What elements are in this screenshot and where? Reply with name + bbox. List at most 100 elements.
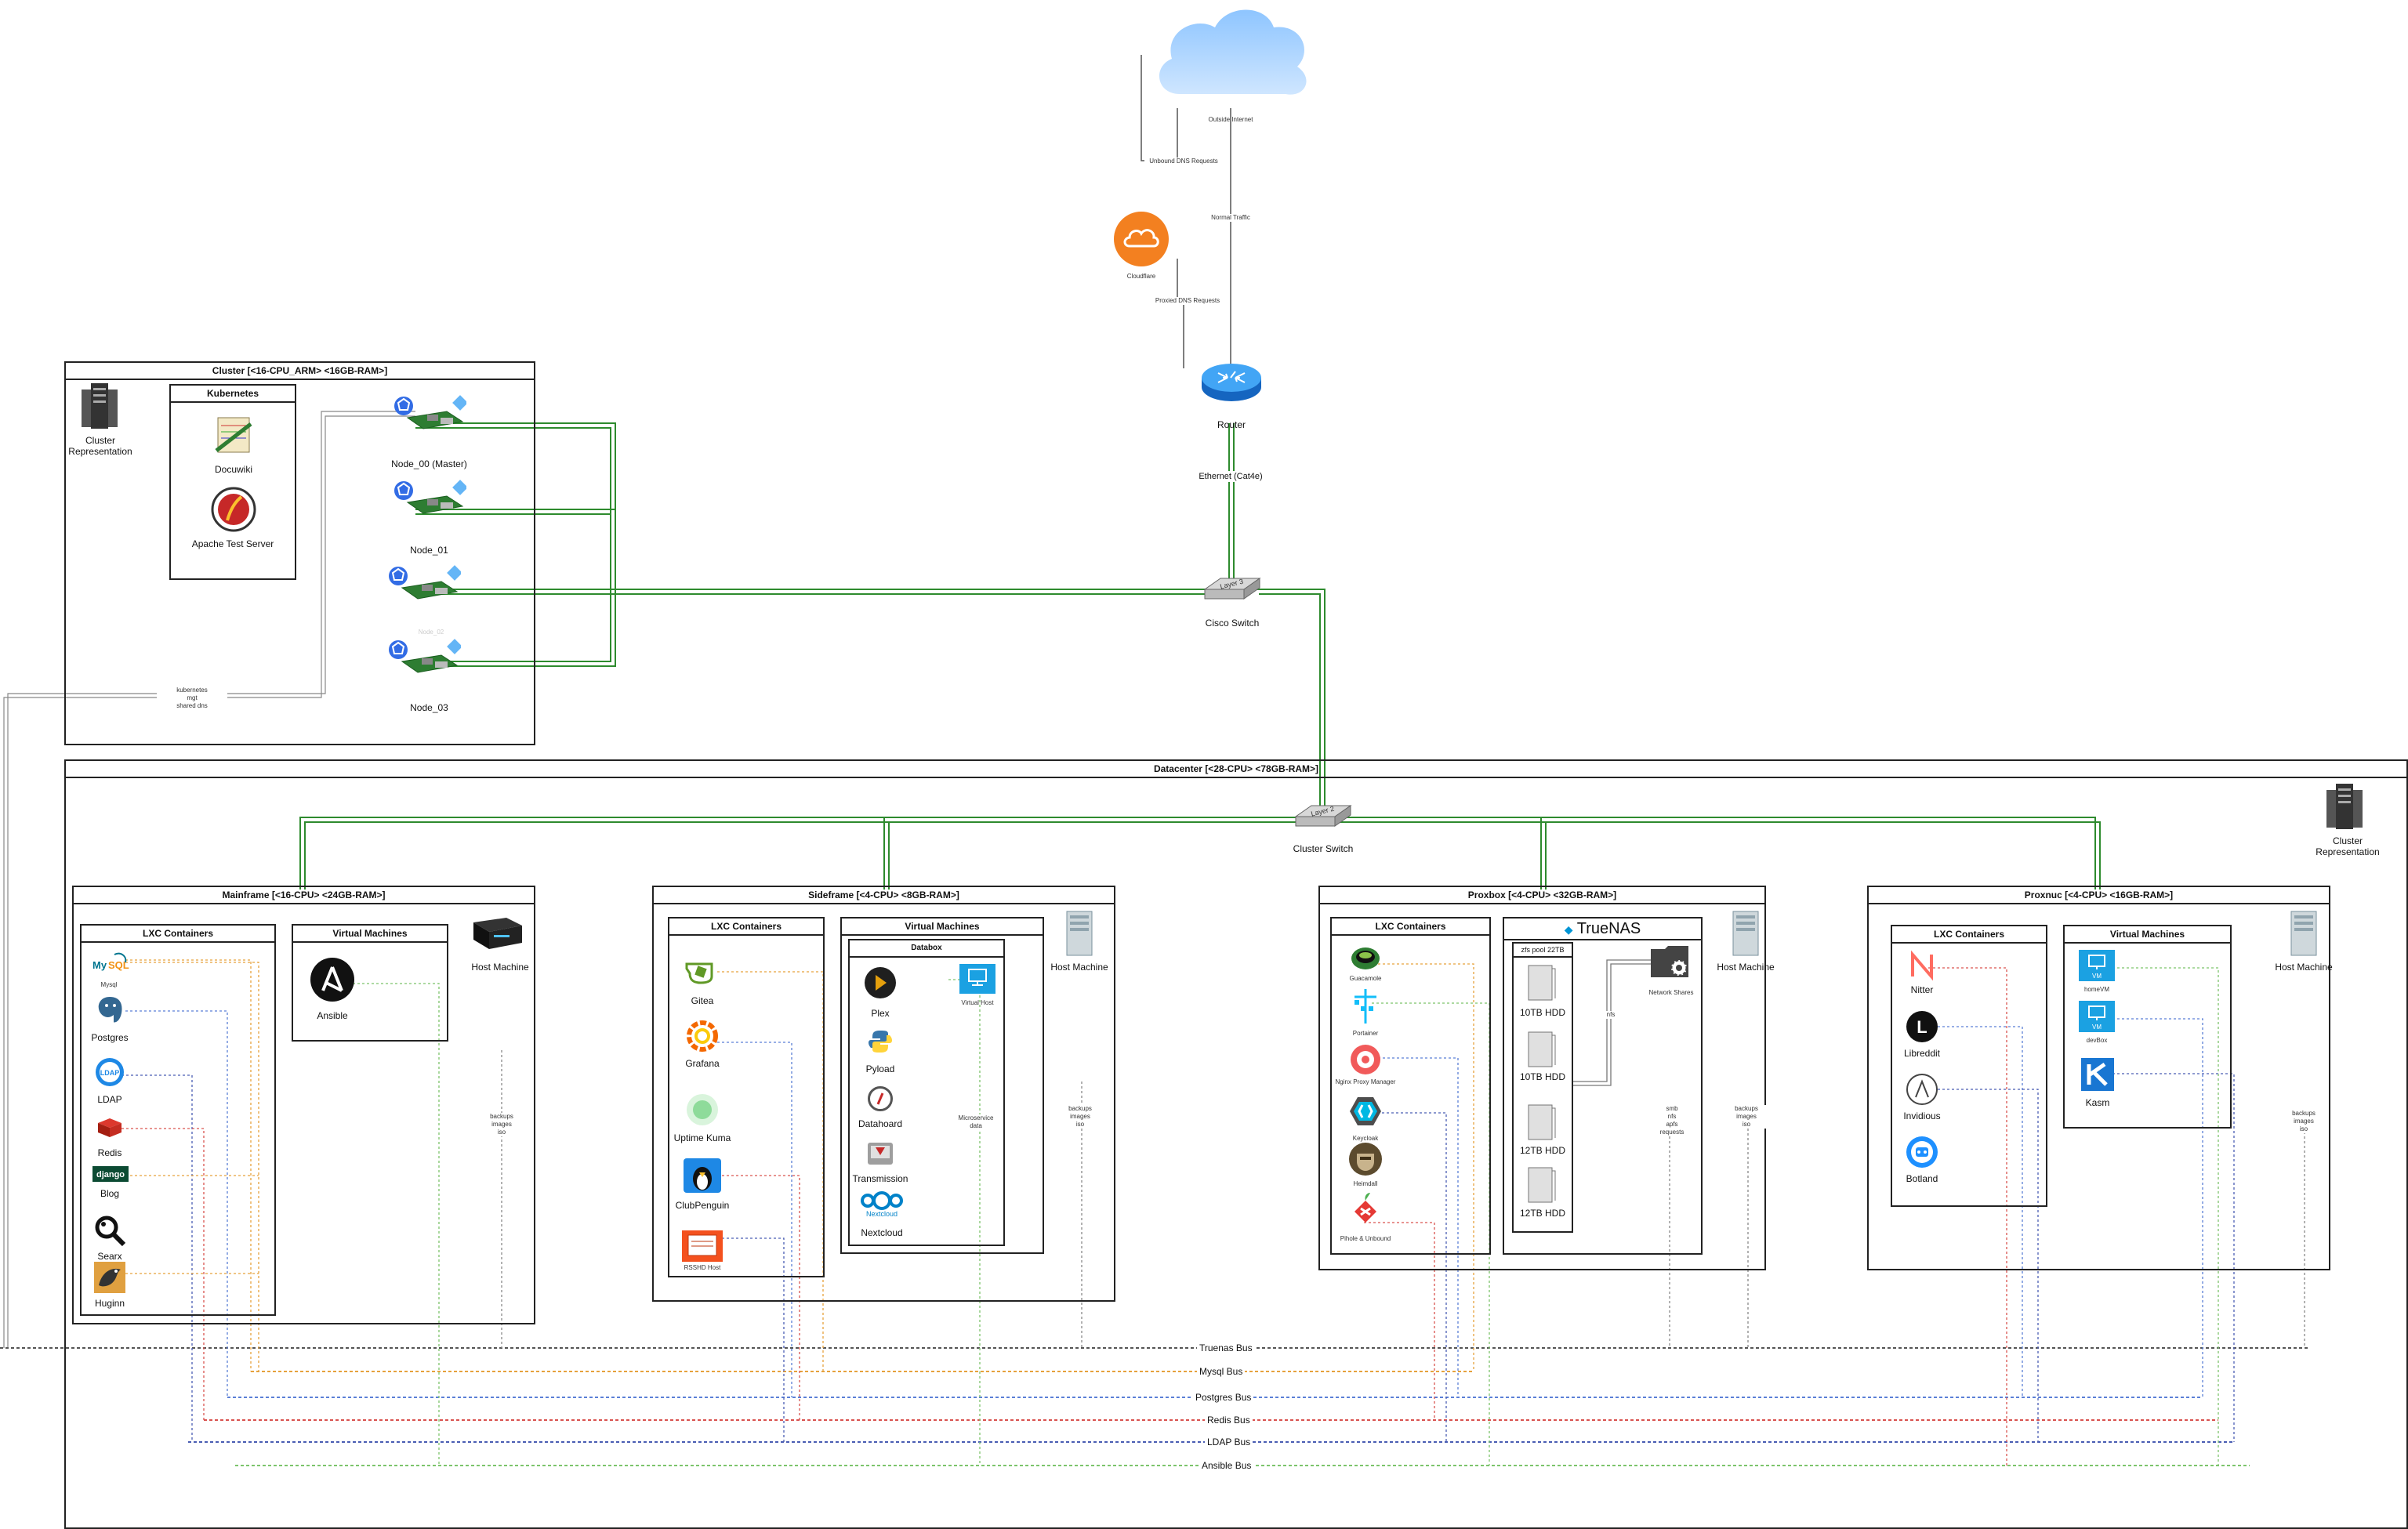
pihole-icon [1350,1191,1381,1227]
sideframe-box: Sideframe [<4-CPU> <8GB-RAM>] [652,886,1115,1302]
botland-label: Botland [1906,1173,1938,1184]
blog-label: Blog [100,1188,120,1199]
nextcloud-icon: Nextcloud [858,1190,905,1218]
plex-icon [865,967,896,998]
portainer-label: Portainer [1352,1030,1379,1037]
svg-text:LDAP: LDAP [100,1069,120,1077]
nginx-proxy-manager-label: Nginx Proxy Manager [1335,1078,1396,1085]
proxnuc-host-label: Host Machine [2275,962,2333,973]
huginn-icon [94,1262,125,1293]
nginx-proxy-manager-icon [1351,1045,1380,1074]
hdd-icon [1527,1031,1557,1070]
raspberry-pi-node-icon [386,638,462,685]
libreddit-icon: L [1906,1011,1938,1042]
mainframe-host-label: Host Machine [471,962,529,973]
datacenter-title: Datacenter [<28-CPU> <78GB-RAM>] [66,761,2406,778]
redis-bus-label: Redis Bus [1205,1415,1253,1426]
proxbox-lxc-title: LXC Containers [1332,918,1489,936]
transmission-label: Transmission [852,1173,908,1184]
cluster-representation-label: Cluster Representation [68,435,132,457]
pyload-icon [866,1027,894,1056]
router-icon [1201,362,1262,403]
zfs-pool-box: zfs pool 22TB [1512,942,1573,1233]
cloudflare-icon [1114,212,1169,266]
huginn-label: Huginn [94,1298,125,1309]
proxbox-box: Proxbox [<4-CPU> <32GB-RAM>] [1318,886,1766,1270]
svg-text:My: My [92,959,107,971]
guacamole-icon [1350,943,1381,971]
cluster-switch-label: Cluster Switch [1293,843,1354,854]
mainframe-lxc-title: LXC Containers [82,926,274,943]
gitea-label: Gitea [691,995,714,1006]
cluster-box: Cluster [<16-CPU_ARM> <16GB-RAM>] [64,361,535,745]
gitea-icon [684,958,721,984]
sideframe-vm-title: Virtual Machines [842,918,1043,936]
datacenter-representation-label: Cluster Representation [2316,835,2380,857]
svg-text:django: django [96,1170,125,1179]
internet-label: Outside Internet [1208,116,1253,123]
node-02-label: Node_02 [418,629,444,636]
proxnuc-host-note: backups images iso [2280,1110,2327,1133]
vm-badge: VM [2092,1024,2102,1031]
normal-traffic-label: Normal Traffic [1207,214,1254,222]
vm-badge: VM [2092,973,2102,980]
truenas-bus-label: Truenas Bus [1197,1342,1255,1353]
virtual-host-label: Virtual Host [961,999,994,1006]
kasm-label: Kasm [2085,1097,2110,1108]
datacenter-box: Datacenter [<28-CPU> <78GB-RAM>] [64,759,2408,1529]
ansible-label: Ansible [317,1010,348,1021]
network-shares-icon [1649,943,1693,982]
proxnuc-box: Proxnuc [<4-CPU> <16GB-RAM>] [1867,886,2330,1270]
raspberry-pi-node-icon [392,479,468,526]
kubernetes-box: Kubernetes [169,384,296,580]
layer2-switch-icon: Layer 2 [1292,799,1354,831]
cloudflare-label: Cloudflare [1126,273,1156,280]
devbox-label: devBox [2086,1037,2108,1044]
apache-icon [210,486,257,533]
grafana-icon [685,1019,720,1053]
nextcloud-label: Nextcloud [861,1227,903,1238]
proxnuc-lxc-box: LXC Containers [1891,925,2047,1207]
ldap-icon: LDAP [96,1058,124,1086]
libreddit-badge: L [1917,1017,1927,1037]
raspberry-pi-node-icon [386,564,462,611]
nextcloud-wordmark: Nextcloud [866,1210,898,1218]
sideframe-host-note: backups images iso [1057,1105,1104,1129]
truenas-logo-icon: ◆ [1564,923,1573,936]
sideframe-title: Sideframe [<4-CPU> <8GB-RAM>] [654,887,1114,904]
datahoard-icon [868,1086,893,1111]
kubernetes-title: Kubernetes [171,386,295,403]
guacamole-label: Guacamole [1349,975,1382,982]
kasm-icon [2081,1058,2114,1091]
mainframe-vm-title: Virtual Machines [293,926,447,943]
searx-icon [92,1213,127,1248]
ethernet-label: Ethernet (Cat4e) [1191,471,1270,482]
host-machine-icon [1066,911,1093,956]
docuwiki-label: Docuwiki [214,464,252,475]
ansible-bus-label: Ansible Bus [1199,1460,1254,1471]
hdd-icon [1527,964,1557,1003]
searx-label: Searx [97,1251,122,1262]
django-icon: django [92,1166,129,1182]
cloud-icon [1159,9,1307,95]
host-machine-icon [2290,911,2317,956]
hdd-label: 12TB HDD [1519,1208,1565,1219]
sideframe-host-label: Host Machine [1050,962,1108,973]
clubpenguin-icon [684,1158,721,1193]
uptime-kuma-icon [687,1094,718,1125]
clubpenguin-label: ClubPenguin [675,1200,730,1211]
sideframe-vm-note: Microservice data [948,1114,1003,1130]
mainframe-host-note: backups images iso [478,1113,525,1136]
dns-requests-label: Unbound DNS Requests [1144,158,1223,165]
virtual-host-icon [959,964,995,994]
hdd-icon [1527,1166,1557,1205]
raspberry-pi-node-icon [392,394,468,441]
ansible-icon [310,958,354,1002]
keycloak-label: Keycloak [1352,1135,1379,1142]
datahoard-label: Datahoard [858,1118,903,1129]
node-00-label: Node_00 (Master) [391,458,467,469]
invidious-icon [1906,1074,1938,1105]
postgres-label: Postgres [91,1032,129,1043]
proxnuc-vm-title: Virtual Machines [2065,926,2230,944]
svg-text:SQL: SQL [108,959,129,971]
